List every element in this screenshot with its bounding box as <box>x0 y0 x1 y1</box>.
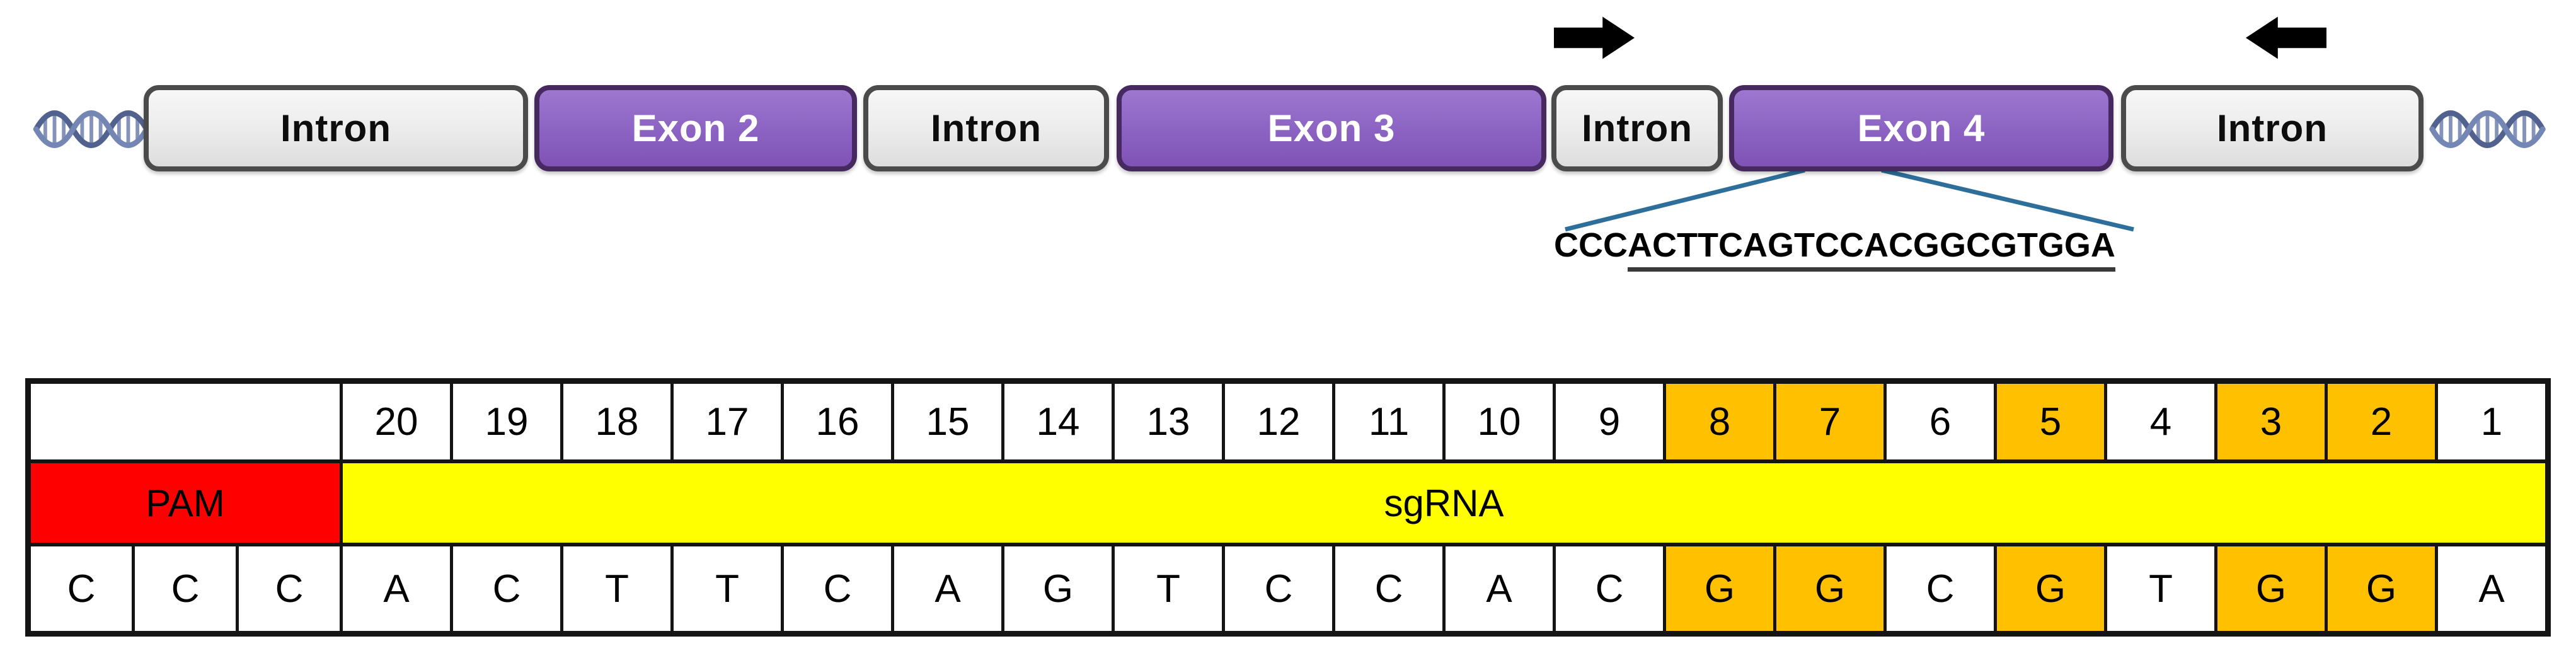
nucleotide-cell-pam-3: C <box>239 546 340 631</box>
nucleotide-cell-3-highlighted: G <box>2217 546 2325 631</box>
position-cell-11: 11 <box>1335 384 1442 459</box>
position-cell-17: 17 <box>674 384 781 459</box>
gene-segment-exon-4: Exon 4 <box>1729 85 2113 171</box>
sgrna-band: sgRNA <box>343 463 2545 543</box>
gene-segment-label: Exon 3 <box>1267 107 1396 149</box>
nucleotide-cell-20: A <box>343 546 450 631</box>
position-cell-3-highlighted: 3 <box>2217 384 2325 459</box>
nucleotide-cell-10: A <box>1446 546 1553 631</box>
nucleotide-cell-4: T <box>2107 546 2214 631</box>
nucleotide-cell-17: T <box>674 546 781 631</box>
nucleotide-cell-19: C <box>453 546 560 631</box>
pam-band: PAM <box>31 463 340 543</box>
nucleotide-cell-14: G <box>1004 546 1112 631</box>
sgrna-position-table: 20 19 18 17 16 15 14 13 12 11 10 9 8 7 6… <box>25 378 2551 637</box>
nucleotide-cell-15: A <box>894 546 1001 631</box>
gene-segment-label: Intron <box>2217 107 2328 149</box>
position-cell-19: 19 <box>453 384 560 459</box>
nucleotide-cell-12: C <box>1225 546 1332 631</box>
nucleotide-cell-9: C <box>1556 546 1663 631</box>
position-cell-7-highlighted: 7 <box>1776 384 1883 459</box>
nucleotide-cell-6: C <box>1887 546 1994 631</box>
target-sequence-callout: CCCACTTCAGTCCACGGCGTGGA <box>1554 226 2115 272</box>
nucleotide-cell-7-highlighted: G <box>1776 546 1883 631</box>
position-cell-12: 12 <box>1225 384 1332 459</box>
gene-segment-label: Exon 4 <box>1857 107 1986 149</box>
pam-sequence-text: CCC <box>1554 226 1628 264</box>
position-cell-10: 10 <box>1446 384 1553 459</box>
position-cell-2-highlighted: 2 <box>2328 384 2435 459</box>
position-cell-6: 6 <box>1887 384 1994 459</box>
position-cell-15: 15 <box>894 384 1001 459</box>
zoom-callout-lines <box>1565 168 2134 232</box>
position-cell-14: 14 <box>1004 384 1112 459</box>
gene-segment-label: Intron <box>1582 107 1693 149</box>
position-cell-1: 1 <box>2438 384 2545 459</box>
gene-segment-label: Intron <box>280 107 391 149</box>
gene-segment-label: Intron <box>931 107 1042 149</box>
nucleotide-cell-2-highlighted: G <box>2328 546 2435 631</box>
position-cell-20: 20 <box>343 384 450 459</box>
nucleotide-cell-1: A <box>2438 546 2545 631</box>
nucleotide-cell-8-highlighted: G <box>1666 546 1773 631</box>
gene-segment-intron-4: Intron <box>2121 85 2424 171</box>
nucleotide-cell-11: C <box>1335 546 1442 631</box>
position-cell-8-highlighted: 8 <box>1666 384 1773 459</box>
nucleotide-cell-18: T <box>563 546 670 631</box>
position-cell-9: 9 <box>1556 384 1663 459</box>
position-header-blank-cell <box>31 384 340 459</box>
nucleotide-cell-pam-2: C <box>135 546 236 631</box>
dna-helix-left-icon <box>33 110 150 148</box>
forward-primer-arrow-icon <box>1554 16 1635 59</box>
gene-segment-intron-1: Intron <box>144 85 528 171</box>
reverse-primer-arrow-icon <box>2246 16 2326 59</box>
position-cell-13: 13 <box>1115 384 1222 459</box>
position-cell-5-highlighted: 5 <box>1997 384 2104 459</box>
nucleotide-cell-16: C <box>784 546 891 631</box>
nucleotide-cell-pam-1: C <box>31 546 132 631</box>
dna-helix-right-icon <box>2429 110 2546 148</box>
position-cell-18: 18 <box>563 384 670 459</box>
sgrna-target-sequence-text: ACTTCAGTCCACGGCGTGGA <box>1628 226 2115 272</box>
nucleotide-cell-5-highlighted: G <box>1997 546 2104 631</box>
gene-segment-label: Exon 2 <box>631 107 760 149</box>
gene-segment-intron-2: Intron <box>863 85 1109 171</box>
position-cell-4: 4 <box>2107 384 2214 459</box>
gene-segment-intron-3: Intron <box>1551 85 1723 171</box>
gene-segment-exon-2: Exon 2 <box>534 85 857 171</box>
position-cell-16: 16 <box>784 384 891 459</box>
nucleotide-cell-13: T <box>1115 546 1222 631</box>
gene-segment-exon-3: Exon 3 <box>1117 85 1546 171</box>
